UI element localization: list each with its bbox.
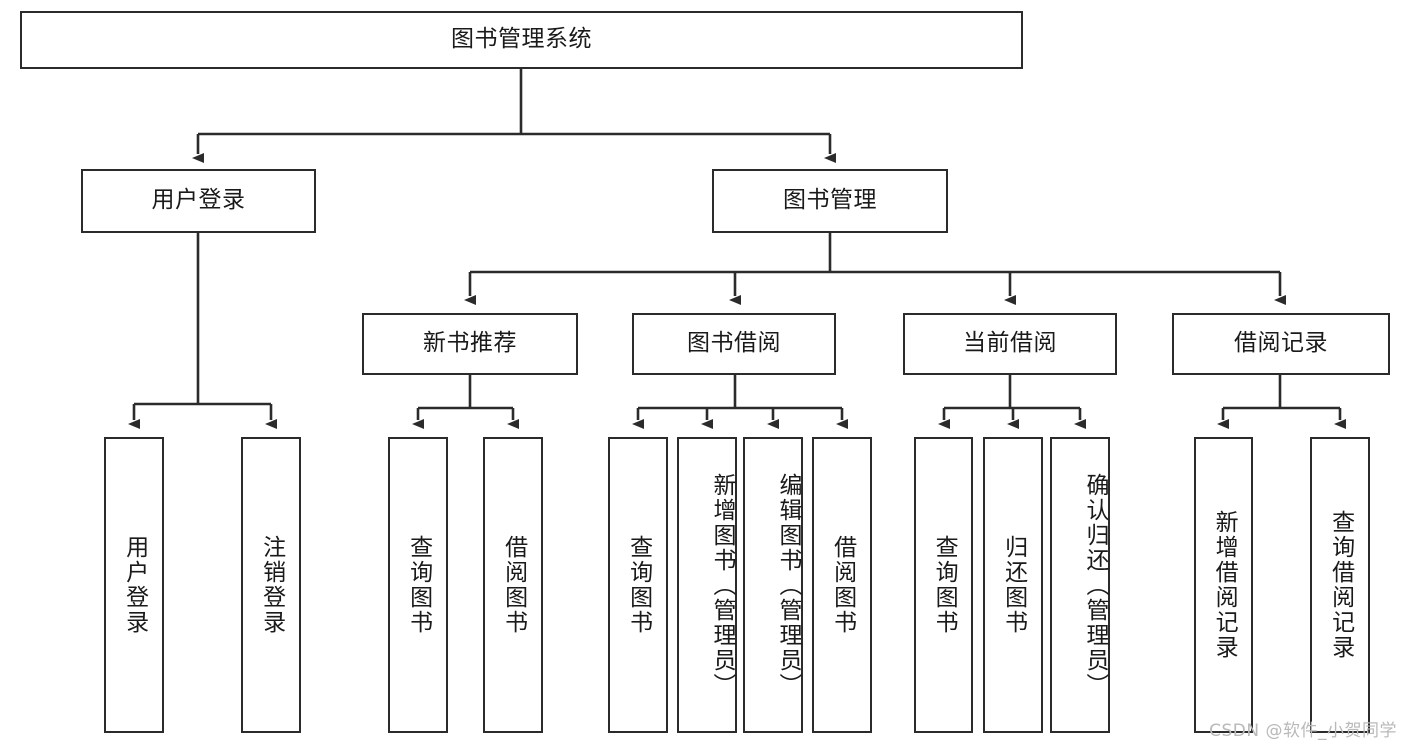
edges-current-borrow-to-leaves <box>938 375 1086 429</box>
node-leaf-user-login[interactable]: 用户登录 <box>104 437 164 733</box>
node-leaf-borrow-book-2[interactable]: 借阅图书 <box>812 437 872 733</box>
node-leaf-add-record-label: 新增借阅记录 <box>1211 510 1238 660</box>
node-current-borrow-label: 当前借阅 <box>963 330 1057 357</box>
node-leaf-query-record[interactable]: 查询借阅记录 <box>1310 437 1370 733</box>
node-borrow-record-label: 借阅记录 <box>1234 330 1328 357</box>
node-leaf-logout-login[interactable]: 注销登录 <box>241 437 301 733</box>
node-borrow-record[interactable]: 借阅记录 <box>1172 313 1390 375</box>
edges-user-login-to-leaves <box>128 233 277 429</box>
node-leaf-borrow-book-1[interactable]: 借阅图书 <box>483 437 543 733</box>
node-new-book-recommend-label: 新书推荐 <box>423 330 517 357</box>
node-book-manage[interactable]: 图书管理 <box>712 169 948 233</box>
node-leaf-return-book[interactable]: 归还图书 <box>983 437 1043 733</box>
edges-book-manage-to-level3 <box>464 233 1286 305</box>
edges-book-borrow-to-leaves <box>632 375 848 429</box>
node-leaf-query-book-1-label: 查询图书 <box>405 535 432 635</box>
node-leaf-query-book-2[interactable]: 查询图书 <box>608 437 668 733</box>
node-leaf-borrow-book-1-label: 借阅图书 <box>500 535 527 635</box>
node-leaf-query-book-1[interactable]: 查询图书 <box>388 437 448 733</box>
node-leaf-user-login-label: 用户登录 <box>121 535 148 635</box>
node-leaf-edit-book-label: 编辑图书（管理员） <box>775 472 801 698</box>
edges-new-book-recommend-to-leaves <box>412 375 519 429</box>
node-leaf-query-book-3[interactable]: 查询图书 <box>914 437 973 733</box>
node-new-book-recommend[interactable]: 新书推荐 <box>362 313 578 375</box>
node-leaf-return-book-label: 归还图书 <box>1000 535 1027 635</box>
node-leaf-confirm-return[interactable]: 确认归还（管理员） <box>1050 437 1110 733</box>
node-current-borrow[interactable]: 当前借阅 <box>903 313 1117 375</box>
node-leaf-borrow-book-2-label: 借阅图书 <box>829 535 856 635</box>
node-leaf-add-record[interactable]: 新增借阅记录 <box>1194 437 1253 733</box>
node-leaf-add-book[interactable]: 新增图书（管理员） <box>677 437 737 733</box>
node-leaf-edit-book[interactable]: 编辑图书（管理员） <box>743 437 803 733</box>
node-leaf-query-book-3-label: 查询图书 <box>931 535 958 635</box>
node-book-manage-label: 图书管理 <box>783 187 877 214</box>
watermark: CSDN @软件_小贺同学 <box>1209 721 1397 741</box>
node-leaf-logout-login-label: 注销登录 <box>258 535 285 635</box>
node-root[interactable]: 图书管理系统 <box>20 11 1023 69</box>
edges-root-to-level2 <box>192 69 836 163</box>
edges-borrow-record-to-leaves <box>1217 375 1346 429</box>
node-leaf-query-book-2-label: 查询图书 <box>625 535 652 635</box>
node-user-login-label: 用户登录 <box>151 187 246 214</box>
node-root-label: 图书管理系统 <box>451 26 592 53</box>
node-leaf-confirm-return-label: 确认归还（管理员） <box>1082 472 1108 698</box>
node-leaf-add-book-label: 新增图书（管理员） <box>709 472 735 698</box>
node-leaf-query-record-label: 查询借阅记录 <box>1327 510 1354 660</box>
node-user-login[interactable]: 用户登录 <box>81 169 316 233</box>
node-book-borrow-label: 图书借阅 <box>687 330 781 357</box>
node-book-borrow[interactable]: 图书借阅 <box>632 313 836 375</box>
